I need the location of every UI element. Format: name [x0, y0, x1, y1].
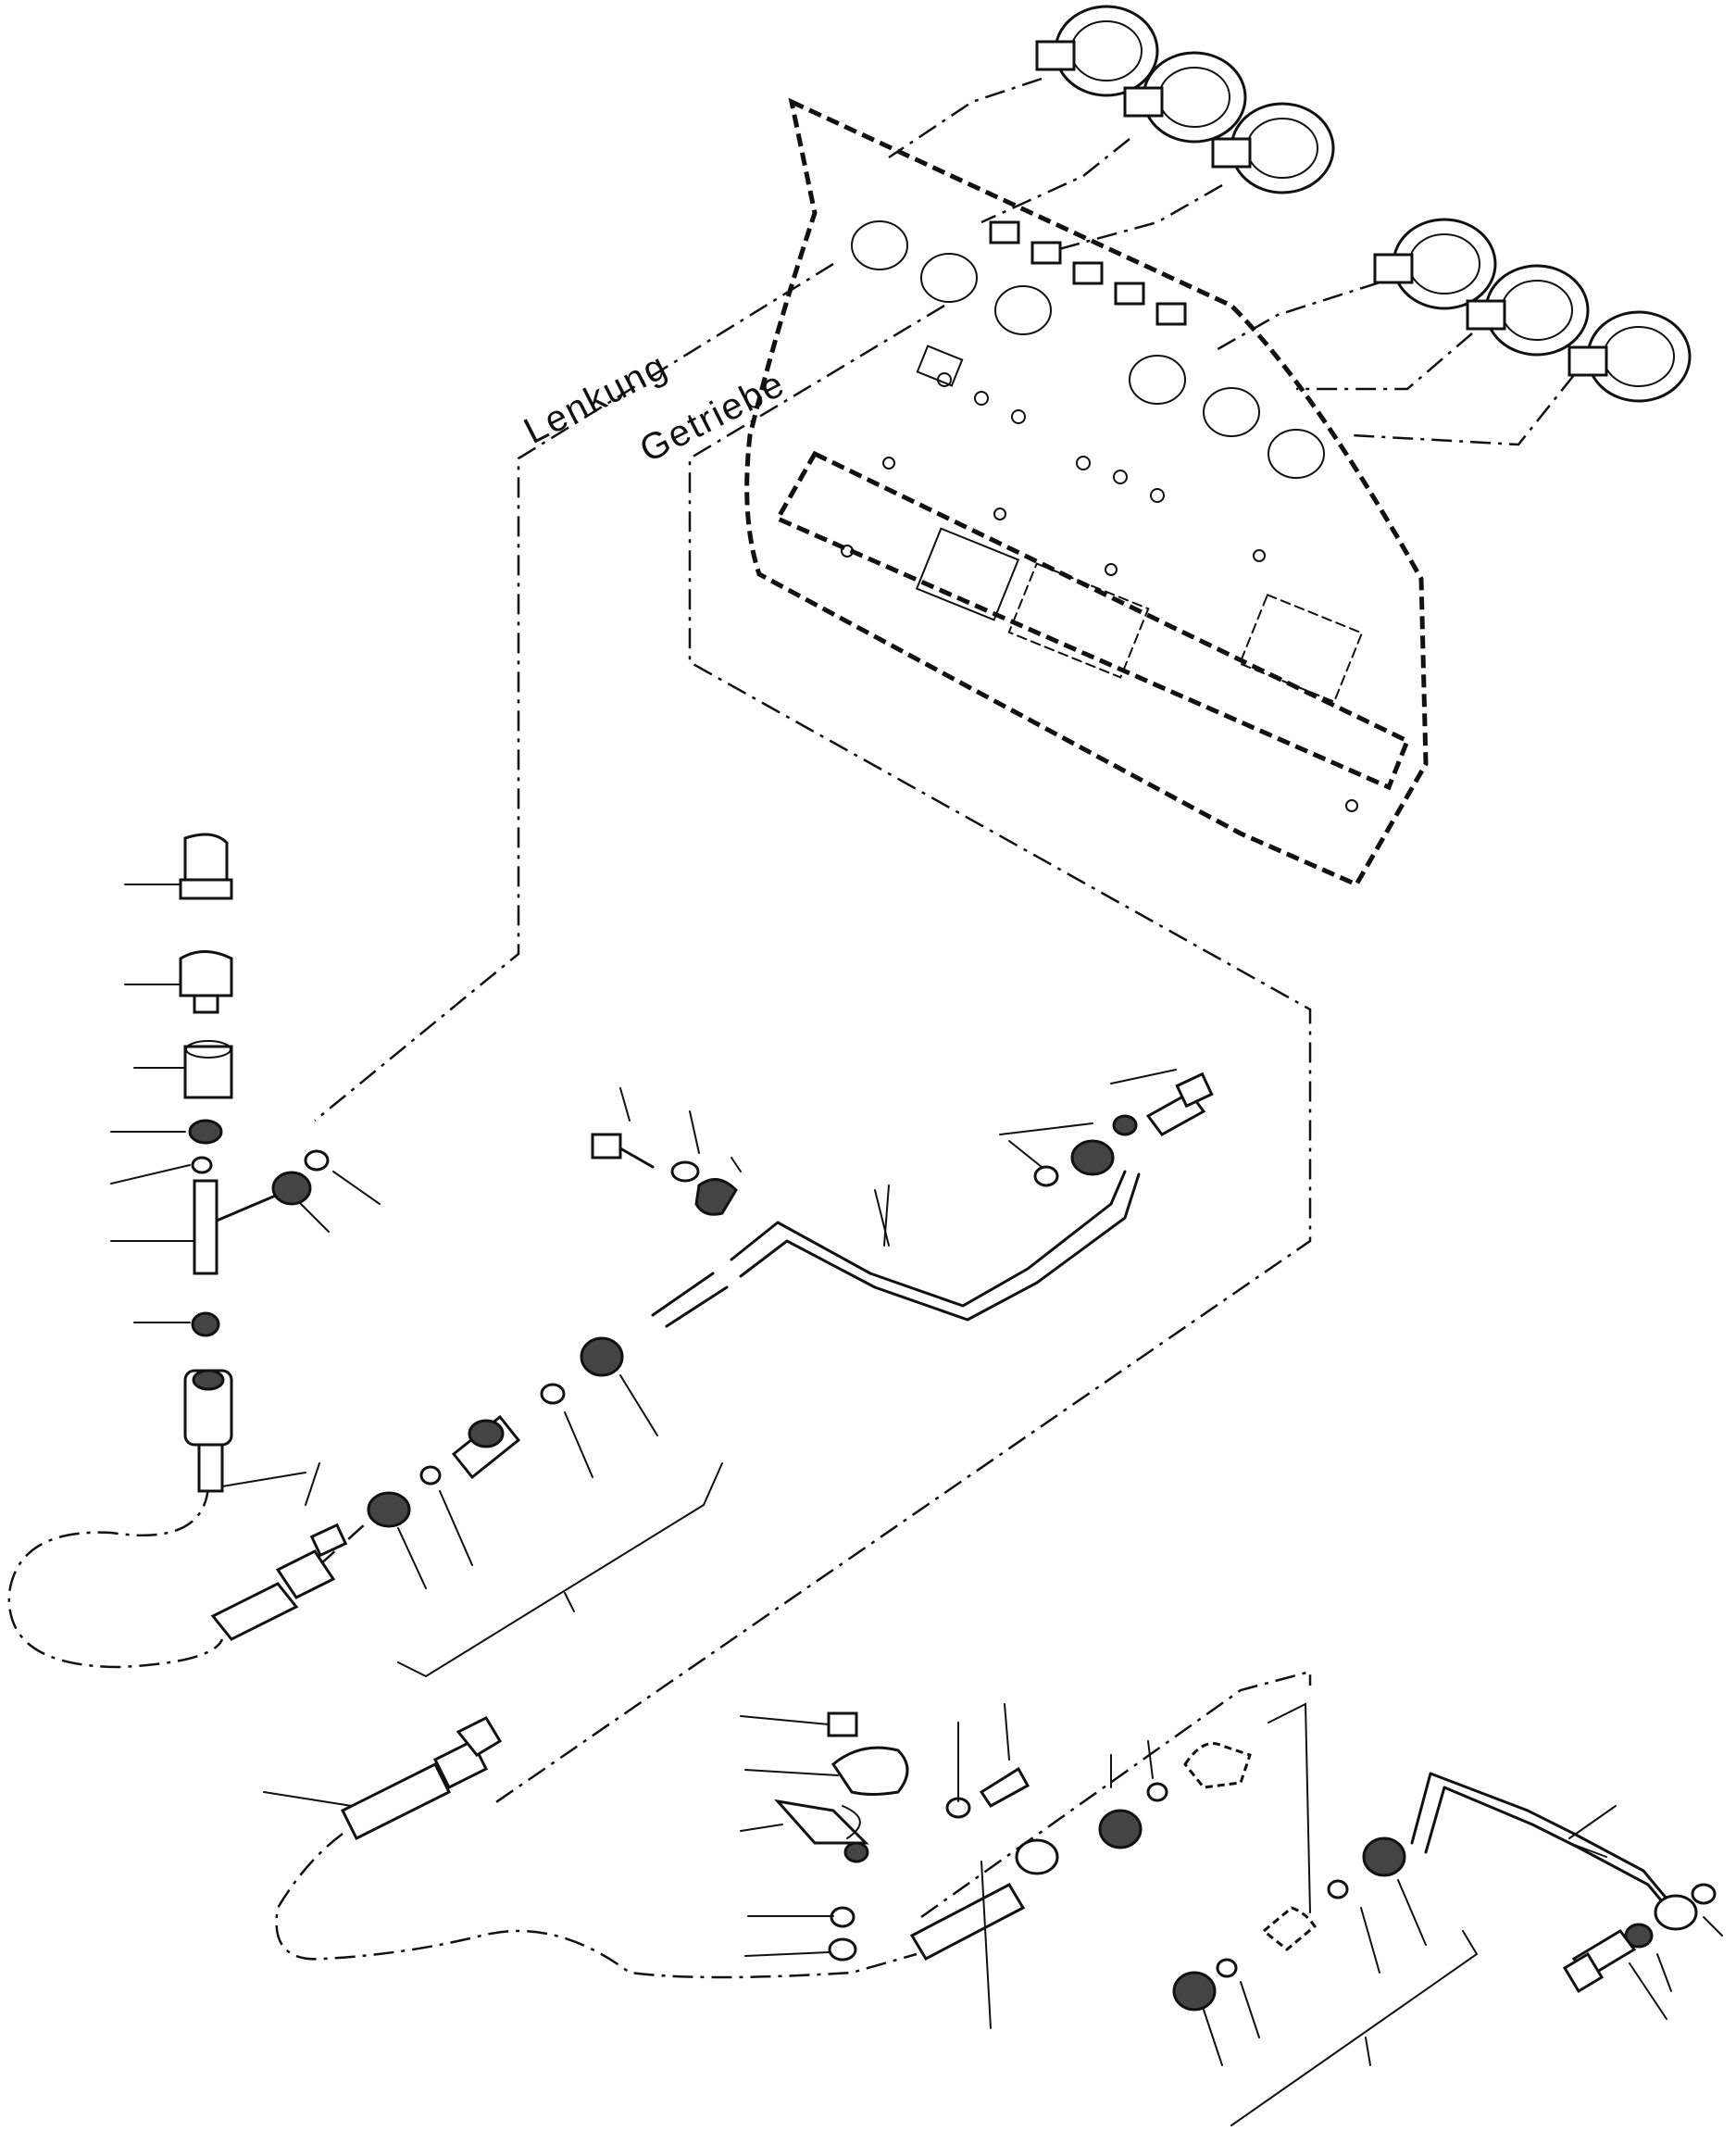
washer-icon — [304, 1149, 330, 1172]
washer-icon — [1624, 1923, 1654, 1949]
bracket-icon — [774, 1799, 869, 1845]
steering-route — [314, 262, 834, 1122]
nut-icon — [367, 1491, 411, 1528]
nut-icon — [271, 1171, 312, 1206]
indicator-lamps — [989, 220, 1187, 326]
washer-icon — [1146, 1782, 1168, 1802]
clamp-assembly-upper — [591, 1087, 742, 1216]
dashboard-panel — [744, 97, 1429, 888]
washer-icon — [1216, 1958, 1238, 1978]
pressure-hose-icon — [210, 1462, 348, 1641]
pressure-switch-icon — [179, 833, 233, 900]
gauge-group-right — [1373, 218, 1692, 403]
bolt-icon — [827, 1711, 858, 1737]
nut-icon — [843, 1841, 869, 1863]
transmission-pipe-lower — [1172, 1772, 1723, 2126]
bolt-icon — [1562, 1929, 1637, 1994]
gauge-icon — [1373, 218, 1497, 310]
nut-icon — [580, 1336, 624, 1377]
nut-icon — [1098, 1809, 1143, 1849]
steering-fitting-stack — [110, 833, 381, 1493]
hose-coupling-icon — [183, 1369, 233, 1493]
adapter-fitting-icon — [179, 950, 233, 1014]
washer-icon — [828, 1937, 857, 1962]
sender-unit-column — [740, 1703, 1252, 2029]
washer-icon — [1327, 1879, 1349, 1899]
gauge-icon — [1211, 102, 1335, 194]
adapter-fitting-icon — [451, 1414, 521, 1480]
gauge-icon — [1567, 310, 1692, 403]
transmission-route — [490, 304, 1312, 1808]
clamp-icon — [694, 1178, 738, 1216]
gauge-cutouts — [851, 220, 1325, 479]
elbow-fitting-icon — [1183, 1742, 1252, 1789]
gauge-group-top — [1035, 5, 1335, 194]
gauge-icon — [1035, 5, 1159, 97]
washer-icon — [1691, 1883, 1717, 1905]
nut-icon — [1070, 1139, 1115, 1176]
gauge-leader-lines — [888, 77, 1575, 446]
switch-holes — [841, 372, 1358, 812]
bolt-icon — [979, 1766, 1030, 1808]
sleeve-icon — [183, 1040, 233, 1099]
adapter-fitting-icon — [909, 1838, 1059, 2029]
nut-icon — [1172, 1971, 1217, 2012]
bolt-icon — [1145, 1072, 1214, 1136]
nut-icon — [1112, 1114, 1138, 1136]
tee-fitting-icon — [193, 1179, 280, 1275]
nut-icon — [188, 1119, 223, 1145]
adapter-fitting-icon — [1261, 1906, 1317, 1951]
washer-icon — [830, 1906, 856, 1928]
nut-icon — [191, 1311, 220, 1337]
washer-icon — [540, 1383, 566, 1405]
switch-block — [915, 345, 1364, 703]
clamp-icon — [831, 1746, 909, 1796]
pressure-hose-icon — [263, 1716, 503, 1841]
washer-icon — [419, 1465, 442, 1485]
nut-icon — [1362, 1836, 1406, 1877]
transmission-pipe-upper — [651, 1069, 1214, 1328]
washer-icon — [1033, 1165, 1059, 1187]
transmission-lower-cluster — [263, 1702, 1311, 2029]
washer-icon — [191, 1156, 213, 1174]
hose-loop-lower — [275, 1670, 1312, 1979]
eye-fitting-icon — [1654, 1894, 1698, 1931]
bolt-icon — [591, 1133, 655, 1169]
washer-icon — [670, 1160, 700, 1183]
gauge-icon — [1466, 264, 1590, 357]
gauge-icon — [1123, 51, 1247, 144]
intermediate-fittings — [367, 1336, 723, 1678]
